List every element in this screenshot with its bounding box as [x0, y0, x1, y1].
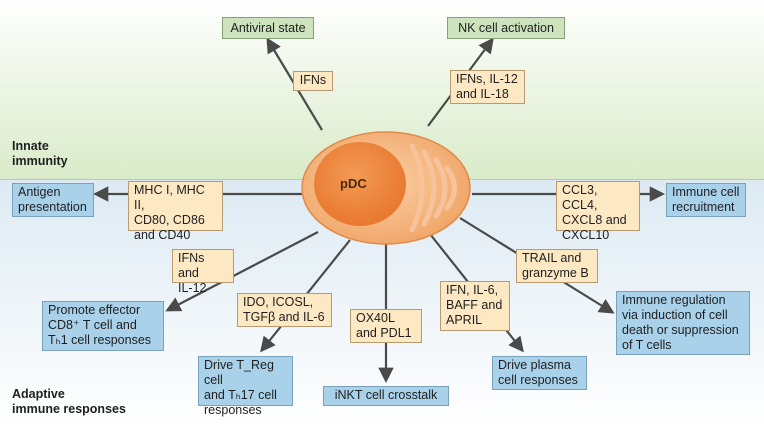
- outcome-effector-cd8-th1: Promote effector CD8⁺ T cell and Tₕ1 cel…: [42, 301, 164, 351]
- mediator-ox40l-pdl1: OX40L and PDL1: [350, 309, 422, 343]
- outcome-nk-cell-activation: NK cell activation: [447, 17, 565, 39]
- mediator-ifns: IFNs: [293, 71, 333, 91]
- outcome-antiviral-state: Antiviral state: [222, 17, 314, 39]
- pdc-label: pDC: [340, 176, 367, 191]
- outcome-immune-regulation: Immune regulation via induction of cell …: [616, 291, 750, 355]
- innate-immunity-label: Innate immunity: [12, 139, 68, 168]
- mediator-ifns-il12: IFNs and IL-12: [172, 249, 234, 295]
- pdc-cell: [301, 131, 471, 245]
- outcome-immune-cell-recruitment: Immune cell recruitment: [666, 183, 746, 217]
- outcome-treg-th17: Drive T_Reg cell and Tₕ17 cell responses: [198, 356, 293, 417]
- outcome-inkt-crosstalk: iNKT cell crosstalk: [323, 386, 449, 406]
- arrow-to-effector: [165, 231, 319, 312]
- mediator-ifns-il12-il18: IFNs, IL-12 and IL-18: [450, 70, 525, 104]
- mediator-ifn-il6-baff-april: IFN, IL-6, BAFF and APRIL: [440, 281, 510, 331]
- mediator-trail-granzyme-b: TRAIL and granzyme B: [516, 249, 598, 283]
- mediator-mhc-cd80-cd86-cd40: MHC I, MHC II, CD80, CD86 and CD40: [128, 181, 223, 242]
- mediator-ccl3-ccl4-cxcl8-cxcl10: CCL3, CCL4, CXCL8 and CXCL10: [556, 181, 640, 242]
- outcome-antigen-presentation: Antigen presentation: [12, 183, 94, 217]
- outcome-plasma-cell: Drive plasma cell responses: [492, 356, 587, 390]
- mediator-ido-icosl-tgfb-il6: IDO, ICOSL, TGFβ and IL-6: [237, 293, 332, 327]
- adaptive-immune-label: Adaptive immune responses: [12, 387, 126, 416]
